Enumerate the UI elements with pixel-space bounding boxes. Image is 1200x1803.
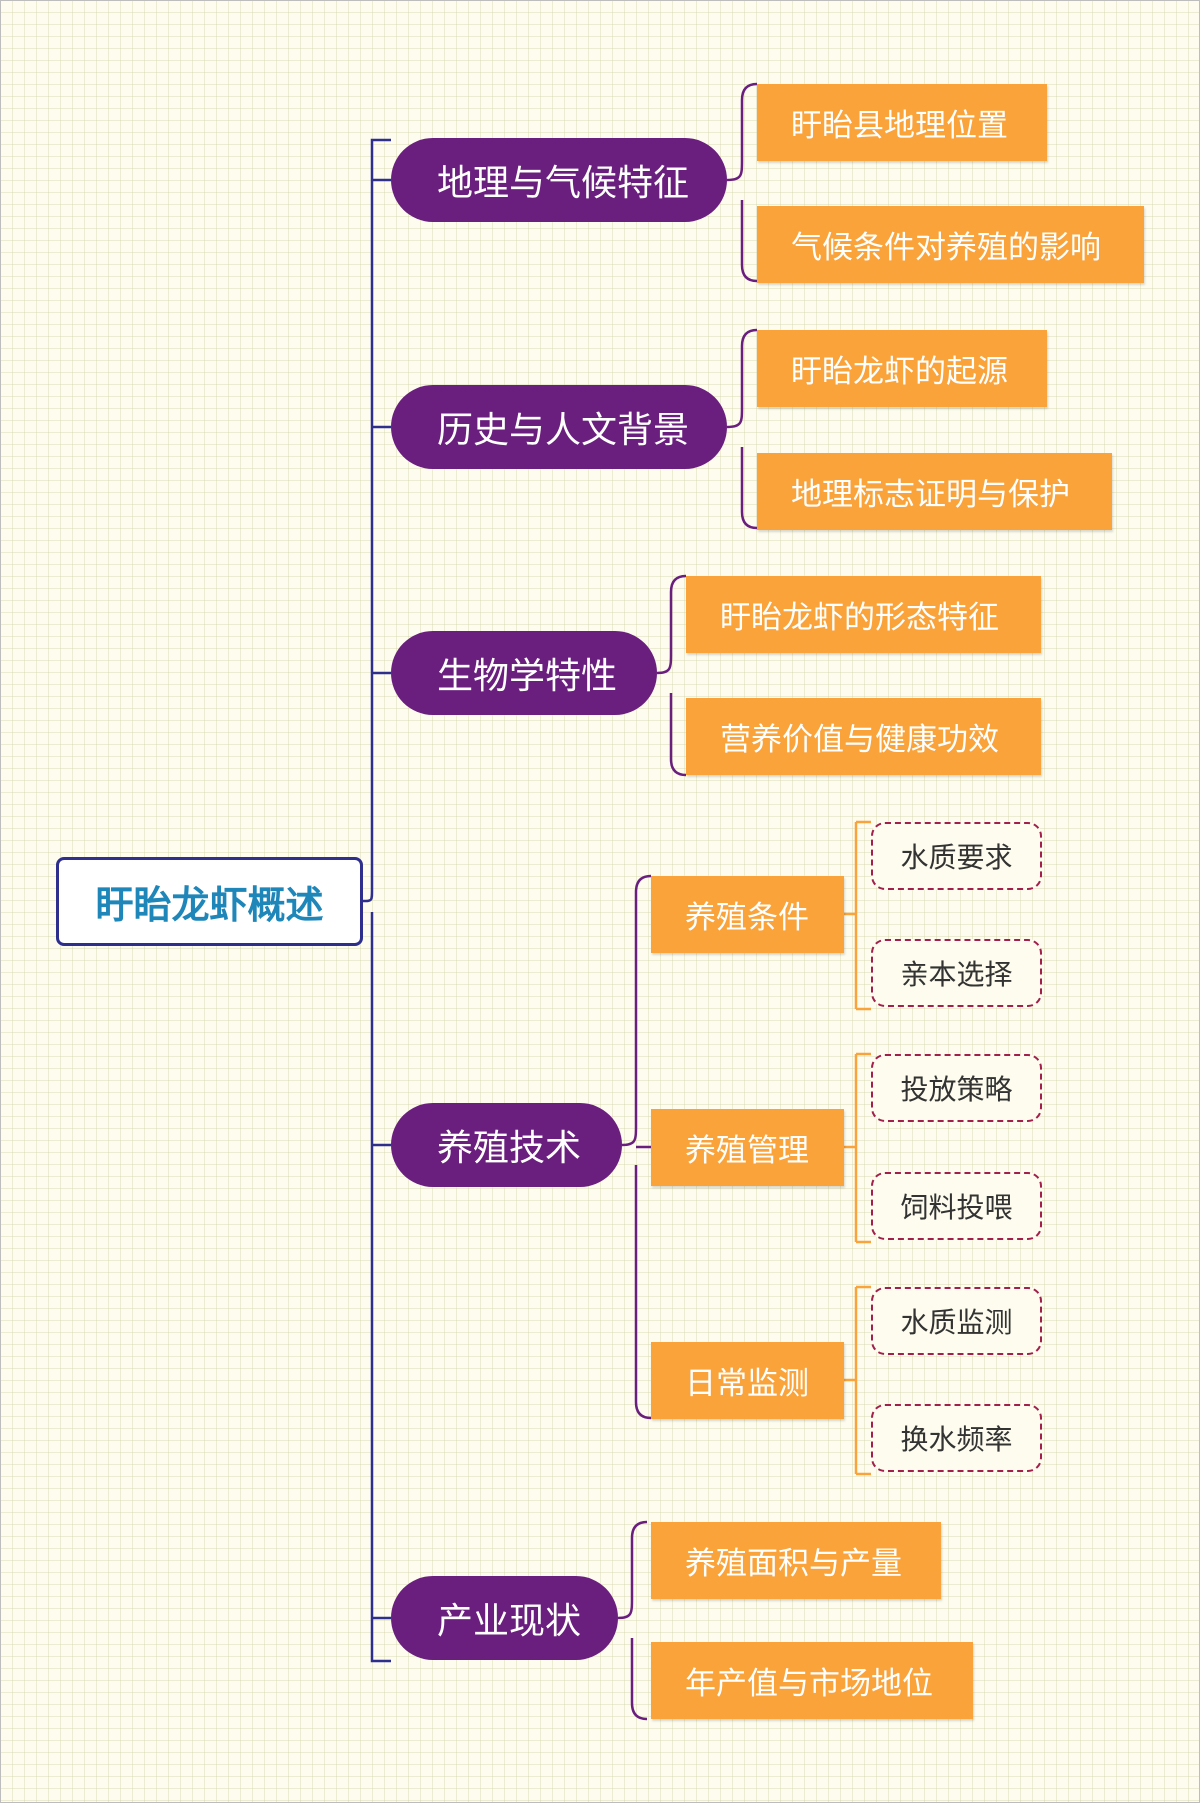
subtopic-farming-management[interactable]: 养殖管理 bbox=[651, 1109, 844, 1186]
topic-history-culture[interactable]: 历史与人文背景 bbox=[391, 385, 727, 469]
subtopic-daily-monitoring[interactable]: 日常监测 bbox=[651, 1342, 844, 1419]
subtopic-farming-conditions[interactable]: 养殖条件 bbox=[651, 876, 844, 953]
leaf-broodstock-selection[interactable]: 亲本选择 bbox=[871, 939, 1042, 1007]
subtopic-climate-impact[interactable]: 气候条件对养殖的影响 bbox=[757, 206, 1144, 283]
topic-biology[interactable]: 生物学特性 bbox=[391, 631, 657, 715]
connector-topic-3 bbox=[656, 574, 687, 777]
subtopic-area-output[interactable]: 养殖面积与产量 bbox=[651, 1522, 941, 1599]
connector-topic-4 bbox=[621, 874, 652, 1420]
connector-root bbox=[362, 138, 391, 1663]
subtopic-nutrition[interactable]: 营养价值与健康功效 bbox=[686, 698, 1041, 775]
leaf-water-quality-requirement[interactable]: 水质要求 bbox=[871, 822, 1042, 890]
connector-sub-1 bbox=[844, 820, 871, 1011]
leaf-feeding[interactable]: 饲料投喂 bbox=[871, 1172, 1042, 1240]
connector-sub-3 bbox=[844, 1285, 871, 1476]
topic-industry-status[interactable]: 产业现状 bbox=[391, 1576, 618, 1660]
leaf-water-quality-monitoring[interactable]: 水质监测 bbox=[871, 1287, 1042, 1355]
connector-sub-2 bbox=[844, 1052, 871, 1244]
subtopic-geo-indication[interactable]: 地理标志证明与保护 bbox=[757, 453, 1112, 530]
subtopic-origin[interactable]: 盱眙龙虾的起源 bbox=[757, 330, 1047, 407]
subtopic-morphology[interactable]: 盱眙龙虾的形态特征 bbox=[686, 576, 1041, 653]
subtopic-location[interactable]: 盱眙县地理位置 bbox=[757, 84, 1047, 161]
connector-topic-5 bbox=[617, 1520, 648, 1721]
root-node[interactable]: 盱眙龙虾概述 bbox=[56, 857, 363, 946]
leaf-water-change-frequency[interactable]: 换水频率 bbox=[871, 1404, 1042, 1472]
subtopic-annual-value[interactable]: 年产值与市场地位 bbox=[651, 1642, 973, 1719]
connector-topic-2 bbox=[726, 328, 758, 530]
connector-topic-1 bbox=[726, 82, 758, 283]
leaf-stocking-strategy[interactable]: 投放策略 bbox=[871, 1054, 1042, 1122]
topic-geography-climate[interactable]: 地理与气候特征 bbox=[391, 138, 727, 222]
topic-farming-technique[interactable]: 养殖技术 bbox=[391, 1103, 622, 1187]
